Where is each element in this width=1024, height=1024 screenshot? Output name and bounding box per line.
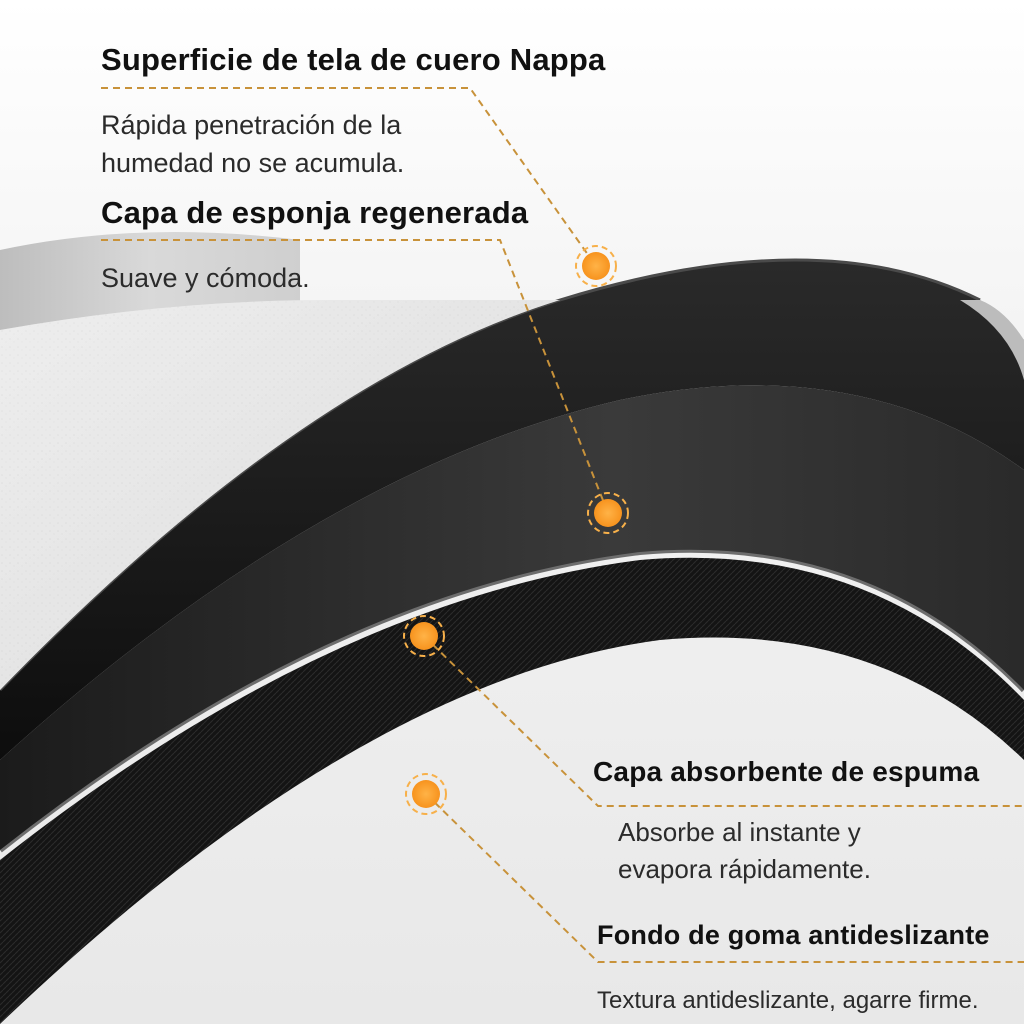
callout-title-foam: Capa absorbente de espuma xyxy=(593,756,980,787)
description-line: Absorbe al instante y xyxy=(618,817,861,847)
callout-description-rubber: Textura antideslizante, agarre firme. xyxy=(597,982,979,1020)
callout-description-sponge: Suave y cómoda. xyxy=(101,259,310,297)
callout-description-nappa: Rápida penetración de la humedad no se a… xyxy=(101,106,404,182)
leader-lines xyxy=(101,87,1024,963)
leader-line-nappa xyxy=(101,87,597,267)
callout-dot-foam xyxy=(403,615,445,657)
callout-dot-rubber xyxy=(405,773,447,815)
callout-description-foam: Absorbe al instante y evapora rápidament… xyxy=(618,814,871,888)
callout-dot-sponge xyxy=(587,492,629,534)
callout-title-nappa: Superficie de tela de cuero Nappa xyxy=(101,42,606,77)
description-line: Rápida penetración de la xyxy=(101,110,402,140)
callout-title-sponge: Capa de esponja regenerada xyxy=(101,195,529,230)
right-rim xyxy=(960,300,1024,380)
sponge-layer xyxy=(0,260,1024,760)
description-line: Textura antideslizante, agarre firme. xyxy=(597,987,979,1014)
leader-line-sponge xyxy=(101,239,609,514)
rubber-bottom-layer xyxy=(0,557,1024,1024)
callout-title-rubber: Fondo de goma antideslizante xyxy=(597,920,990,950)
foam-layer xyxy=(0,385,1024,850)
description-line: Suave y cómoda. xyxy=(101,263,310,293)
leader-line-foam xyxy=(423,635,1024,807)
description-line: humedad no se acumula. xyxy=(101,148,405,178)
callout-dot-nappa xyxy=(575,245,617,287)
description-line: evapora rápidamente. xyxy=(618,854,871,884)
leader-line-rubber xyxy=(425,793,1024,963)
callout-dots xyxy=(403,245,629,815)
